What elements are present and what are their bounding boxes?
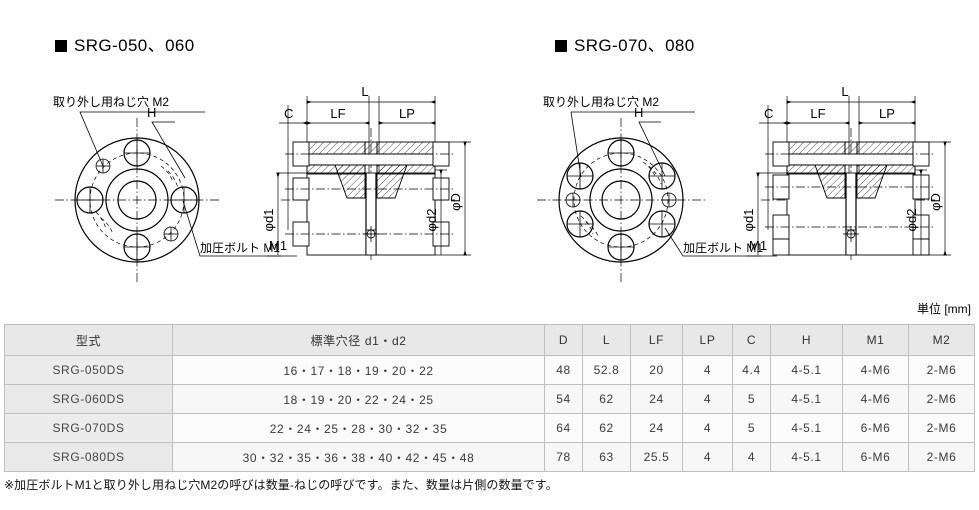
label-h: H bbox=[147, 105, 156, 120]
cell-bore: 22・24・25・28・30・32・35 bbox=[172, 413, 545, 443]
drawing-srg-070-080: 取り外し用ねじ穴 M2 H 加圧ボルト M1 L C LF LP bbox=[515, 70, 975, 295]
cell-L: 52.8 bbox=[582, 355, 631, 385]
filled-square-icon bbox=[555, 40, 567, 52]
cell-LP: 4 bbox=[682, 413, 733, 443]
label-phi-D: φD bbox=[448, 193, 463, 211]
label-phi-D: φD bbox=[928, 193, 943, 211]
cell-D: 64 bbox=[544, 413, 583, 443]
label-phi-d2: φd2 bbox=[904, 209, 919, 232]
label-lp: LP bbox=[879, 106, 895, 121]
cell-M2: 2-M6 bbox=[908, 442, 975, 472]
label-removal-screw-hole: 取り外し用ねじ穴 M2 bbox=[543, 94, 659, 109]
front-view-right: 取り外し用ねじ穴 M2 H 加圧ボルト M1 bbox=[537, 94, 763, 282]
footnote: ※加圧ボルトM1と取り外し用ねじ穴M2の呼びは数量-ねじの呼びです。また、数量は… bbox=[4, 478, 558, 492]
table-row: SRG-080DS 30・32・35・36・38・40・42・45・48 78 … bbox=[4, 442, 975, 472]
label-c: C bbox=[284, 106, 293, 121]
th-D: D bbox=[544, 324, 583, 356]
label-m1: M1 bbox=[269, 238, 287, 253]
label-pressure-bolt: 加圧ボルト M1 bbox=[200, 241, 280, 255]
cell-D: 54 bbox=[544, 384, 583, 414]
label-phi-d1: φd1 bbox=[261, 209, 276, 232]
th-L: L bbox=[582, 324, 631, 356]
cell-H: 4-5.1 bbox=[770, 355, 843, 385]
label-removal-screw-hole: 取り外し用ねじ穴 M2 bbox=[53, 94, 169, 109]
cell-H: 4-5.1 bbox=[770, 413, 843, 443]
cell-L: 62 bbox=[582, 413, 631, 443]
cell-H: 4-5.1 bbox=[770, 442, 843, 472]
cell-C: 4 bbox=[732, 442, 771, 472]
filled-square-icon bbox=[55, 40, 67, 52]
label-pressure-bolt: 加圧ボルト M1 bbox=[683, 241, 763, 255]
cell-D: 78 bbox=[544, 442, 583, 472]
cell-M2: 2-M6 bbox=[908, 413, 975, 443]
cell-LF: 25.5 bbox=[630, 442, 683, 472]
front-view-left: 取り外し用ねじ穴 M2 H 加圧ボルト M1 bbox=[53, 94, 281, 282]
cell-M2: 2-M6 bbox=[908, 384, 975, 414]
label-lf: LF bbox=[810, 106, 825, 121]
cell-bore: 18・19・20・22・24・25 bbox=[172, 384, 545, 414]
label-m1: M1 bbox=[749, 238, 767, 253]
cell-LF: 24 bbox=[630, 413, 683, 443]
cell-M1: 6-M6 bbox=[842, 442, 909, 472]
cell-model: SRG-080DS bbox=[4, 442, 173, 472]
cell-M1: 4-M6 bbox=[842, 355, 909, 385]
table-row: SRG-060DS 18・19・20・22・24・25 54 62 24 4 5… bbox=[4, 384, 975, 414]
th-LF: LF bbox=[630, 324, 683, 356]
section-title-left-text: SRG-050、060 bbox=[74, 36, 195, 55]
cell-LP: 4 bbox=[682, 442, 733, 472]
cell-C: 5 bbox=[732, 384, 771, 414]
label-l: L bbox=[361, 84, 368, 99]
th-C: C bbox=[732, 324, 771, 356]
label-c: C bbox=[764, 106, 773, 121]
cell-LF: 20 bbox=[630, 355, 683, 385]
drawing-srg-050-060: 取り外し用ねじ穴 M2 H 加圧ボルト M1 L C LF LP bbox=[35, 70, 495, 295]
table-header-row: 型式 標準穴径 d1・d2 D L LF LP C H M1 M2 bbox=[4, 324, 975, 356]
cell-L: 63 bbox=[582, 442, 631, 472]
label-phi-d1: φd1 bbox=[741, 209, 756, 232]
cell-H: 4-5.1 bbox=[770, 384, 843, 414]
table-row: SRG-070DS 22・24・25・28・30・32・35 64 62 24 … bbox=[4, 413, 975, 443]
cell-bore: 16・17・18・19・20・22 bbox=[172, 355, 545, 385]
th-M2: M2 bbox=[908, 324, 975, 356]
cell-model: SRG-070DS bbox=[4, 413, 173, 443]
cell-L: 62 bbox=[582, 384, 631, 414]
section-view-right: L C LF LP φd bbox=[741, 84, 951, 260]
label-phi-d2: φd2 bbox=[424, 209, 439, 232]
label-lf: LF bbox=[330, 106, 345, 121]
spec-table: 型式 標準穴径 d1・d2 D L LF LP C H M1 M2 SRG-05… bbox=[4, 324, 975, 472]
section-title-right: SRG-070、080 bbox=[555, 31, 695, 56]
cell-LP: 4 bbox=[682, 384, 733, 414]
label-lp: LP bbox=[399, 106, 415, 121]
label-l: L bbox=[841, 84, 848, 99]
section-title-right-text: SRG-070、080 bbox=[574, 36, 695, 55]
section-title-left: SRG-050、060 bbox=[55, 31, 195, 56]
section-view-left: L C LF LP bbox=[261, 84, 471, 260]
table-row: SRG-050DS 16・17・18・19・20・22 48 52.8 20 4… bbox=[4, 355, 975, 385]
cell-M2: 2-M6 bbox=[908, 355, 975, 385]
th-model: 型式 bbox=[4, 324, 173, 356]
cell-C: 5 bbox=[732, 413, 771, 443]
cell-bore: 30・32・35・36・38・40・42・45・48 bbox=[172, 442, 545, 472]
th-H: H bbox=[770, 324, 843, 356]
cell-model: SRG-050DS bbox=[4, 355, 173, 385]
th-LP: LP bbox=[682, 324, 733, 356]
drawing-svg-left: 取り外し用ねじ穴 M2 H 加圧ボルト M1 L C LF LP bbox=[53, 84, 471, 282]
cell-LF: 24 bbox=[630, 384, 683, 414]
th-M1: M1 bbox=[842, 324, 909, 356]
th-bore: 標準穴径 d1・d2 bbox=[172, 324, 545, 356]
label-h: H bbox=[634, 105, 643, 120]
drawing-svg-right: 取り外し用ねじ穴 M2 H 加圧ボルト M1 L C LF LP bbox=[537, 84, 951, 282]
cell-C: 4.4 bbox=[732, 355, 771, 385]
cell-D: 48 bbox=[544, 355, 583, 385]
unit-label: 単位 [mm] bbox=[917, 302, 971, 316]
cell-M1: 6-M6 bbox=[842, 413, 909, 443]
spec-table-container: 型式 標準穴径 d1・d2 D L LF LP C H M1 M2 SRG-05… bbox=[4, 324, 975, 472]
cell-M1: 4-M6 bbox=[842, 384, 909, 414]
cell-model: SRG-060DS bbox=[4, 384, 173, 414]
cell-LP: 4 bbox=[682, 355, 733, 385]
